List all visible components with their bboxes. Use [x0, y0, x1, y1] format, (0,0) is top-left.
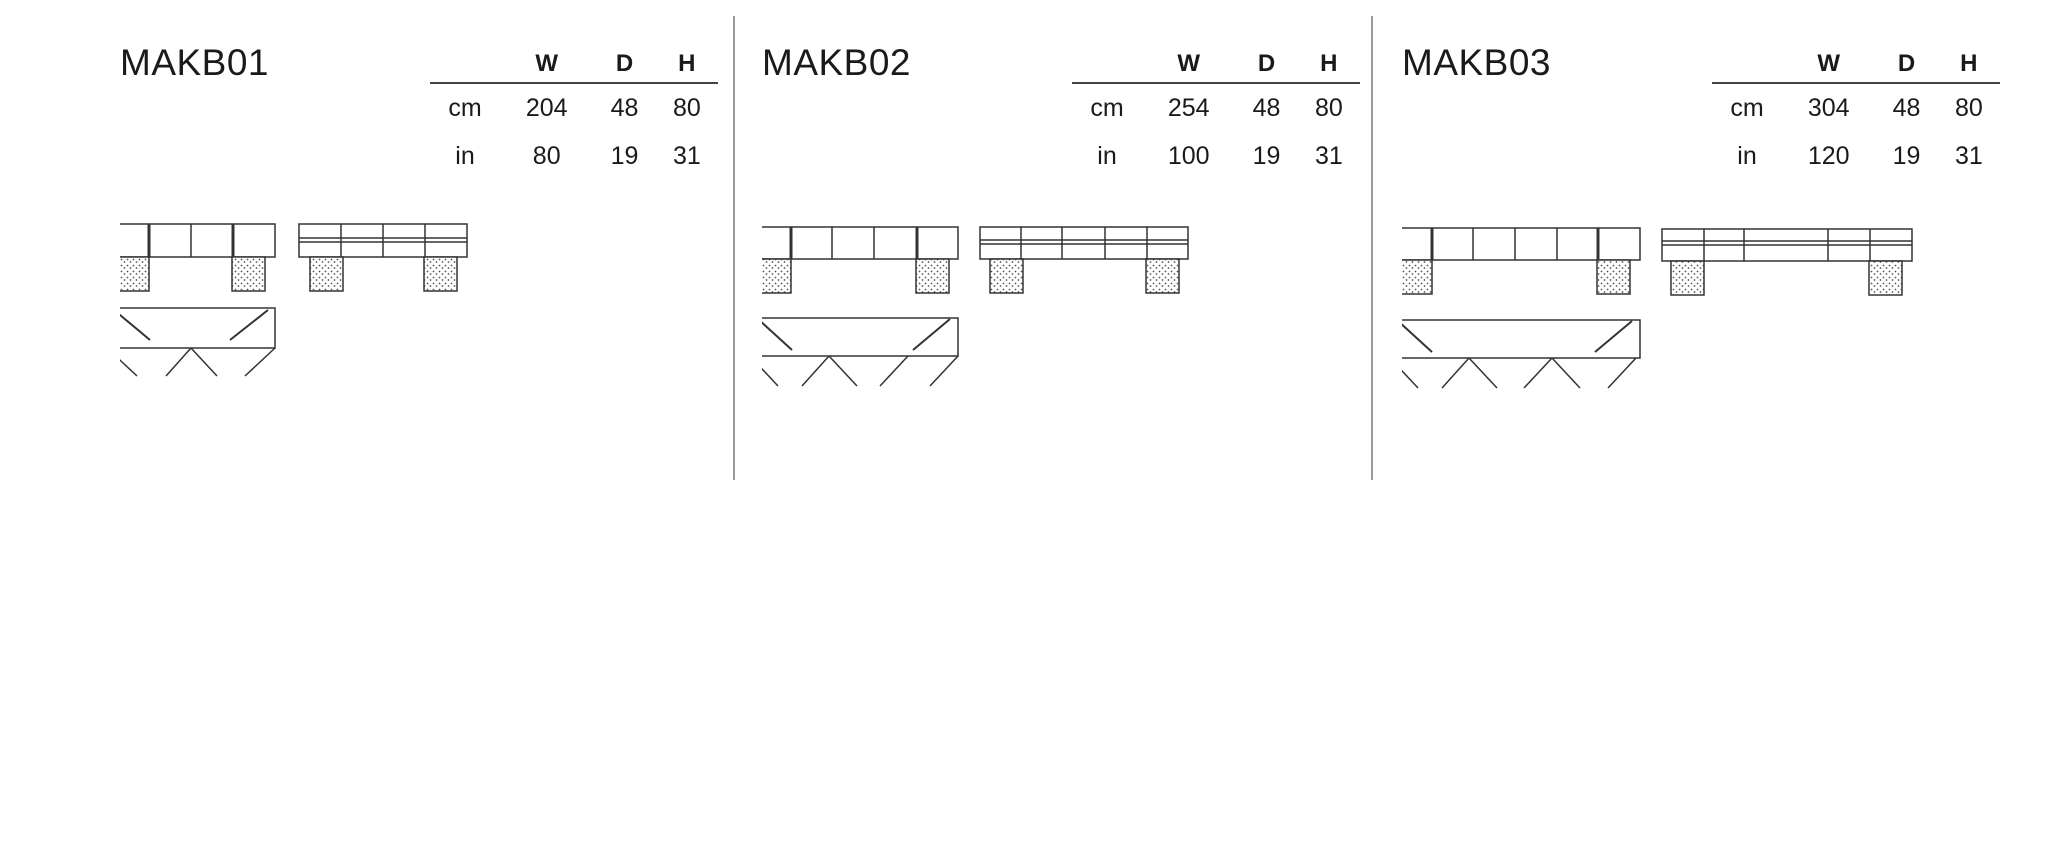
width-value: 304: [1807, 93, 1850, 122]
dimensions-row-in: in 120 19 31: [1712, 132, 2000, 180]
unit-label: cm: [1730, 93, 1764, 122]
rear-elevation: [979, 226, 1189, 294]
product-code: MAKB01: [120, 42, 270, 83]
width-value: 204: [525, 93, 568, 122]
depth-header: D: [593, 46, 656, 84]
depth-value: 48: [1892, 93, 1921, 122]
dimensions-table: W D H cm 304 48 80 in 120 19 31: [1712, 46, 2000, 180]
dimensions-header-row: W D H: [430, 46, 718, 84]
technical-drawing-makb03: [1402, 227, 1913, 389]
height-value: 31: [1954, 141, 1983, 170]
unit-label: in: [1097, 141, 1117, 170]
depth-value: 19: [1252, 141, 1281, 170]
unit-label: cm: [1090, 93, 1124, 122]
height-value: 80: [1954, 93, 1983, 122]
width-header: W: [1142, 46, 1236, 84]
technical-drawing-makb02: [762, 226, 1189, 387]
plan-view: [762, 317, 959, 387]
height-value: 80: [672, 93, 701, 122]
plan-view: [120, 307, 276, 377]
width-header: W: [1782, 46, 1876, 84]
depth-value: 19: [1892, 141, 1921, 170]
product-code: MAKB03: [1402, 42, 1552, 83]
product-panel-makb01: MAKB01 W D H cm 204 48 80 in 80 19 31: [120, 0, 760, 480]
dimensions-row-cm: cm 254 48 80: [1072, 83, 1360, 132]
dimensions-table: W D H cm 254 48 80 in 100 19 31: [1072, 46, 1360, 180]
height-header: H: [1937, 46, 2000, 84]
plan-view: [1402, 319, 1641, 389]
height-header: H: [1297, 46, 1360, 84]
width-value: 120: [1807, 141, 1850, 170]
product-panel-makb02: MAKB02 W D H cm 254 48 80 in 100 19 31: [762, 0, 1402, 480]
product-code: MAKB02: [762, 42, 912, 83]
unit-label: cm: [448, 93, 482, 122]
front-elevation: [762, 226, 959, 294]
depth-value: 48: [1252, 93, 1281, 122]
depth-header: D: [1875, 46, 1938, 84]
product-panel-makb03: MAKB03 W D H cm 304 48 80 in 120 19 31: [1402, 0, 2042, 480]
rear-elevation: [298, 223, 468, 292]
dimensions-header-row: W D H: [1072, 46, 1360, 84]
depth-value: 48: [610, 93, 639, 122]
dimensions-row-in: in 80 19 31: [430, 132, 718, 180]
technical-drawing-makb01: [120, 223, 468, 377]
width-value: 80: [532, 141, 561, 170]
dimensions-row-in: in 100 19 31: [1072, 132, 1360, 180]
width-value: 100: [1167, 141, 1210, 170]
height-value: 80: [1314, 93, 1343, 122]
rear-elevation: [1661, 228, 1913, 296]
width-value: 254: [1167, 93, 1210, 122]
unit-label: in: [1737, 141, 1757, 170]
column-divider: [733, 16, 735, 480]
column-divider: [1371, 16, 1373, 480]
dimensions-row-cm: cm 204 48 80: [430, 83, 718, 132]
height-value: 31: [672, 141, 701, 170]
unit-label: in: [455, 141, 475, 170]
height-header: H: [655, 46, 718, 84]
depth-header: D: [1235, 46, 1298, 84]
height-value: 31: [1314, 141, 1343, 170]
dimensions-header-row: W D H: [1712, 46, 2000, 84]
dimensions-table: W D H cm 204 48 80 in 80 19 31: [430, 46, 718, 180]
depth-value: 19: [610, 141, 639, 170]
front-elevation: [1402, 227, 1641, 295]
front-elevation: [120, 223, 276, 292]
width-header: W: [500, 46, 594, 84]
dimensions-row-cm: cm 304 48 80: [1712, 83, 2000, 132]
